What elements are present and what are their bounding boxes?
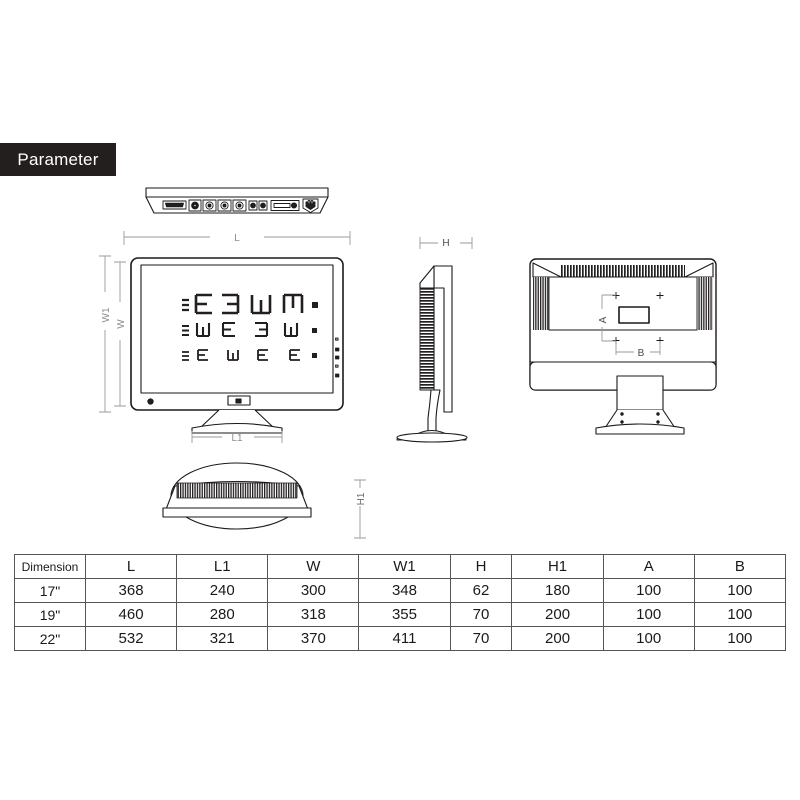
- header-H: H: [449, 554, 513, 579]
- eye-chart: [182, 293, 318, 361]
- header-L1: L1: [176, 554, 269, 579]
- header-H1: H1: [511, 554, 604, 579]
- label-L: L: [234, 233, 240, 244]
- cell-H1: 200: [511, 626, 604, 651]
- label-H1: H1: [356, 492, 367, 505]
- parameter-banner: Parameter: [0, 143, 116, 176]
- bottom-view: [162, 462, 312, 530]
- header-B: B: [693, 554, 787, 579]
- table-row: 17" 368 240 300 348 62 180 100 100: [14, 578, 787, 603]
- cell-A: 100: [602, 626, 695, 651]
- cell-H1: 200: [511, 602, 604, 627]
- cell-W1: 348: [358, 578, 451, 603]
- header-W1: W1: [358, 554, 451, 579]
- cell-size: 17": [14, 578, 86, 603]
- rear-view: [529, 258, 717, 435]
- cell-W: 370: [267, 626, 360, 651]
- header-dimension: Dimension: [14, 554, 86, 579]
- label-W1: W1: [101, 307, 112, 322]
- cell-size: 19": [14, 602, 86, 627]
- front-view: [130, 257, 344, 434]
- label-H: H: [442, 238, 449, 249]
- cell-L: 532: [84, 626, 178, 651]
- cell-A: 100: [602, 602, 695, 627]
- table-header-row: Dimension L L1 W W1 H H1 A B: [14, 554, 787, 579]
- cell-W1: 355: [358, 602, 451, 627]
- cell-L: 368: [84, 578, 178, 603]
- label-B: B: [638, 348, 645, 359]
- dimension-labels: L L1 W1 W H H1 A B: [101, 233, 645, 505]
- top-io-view: [145, 187, 329, 214]
- cell-W: 300: [267, 578, 360, 603]
- header-W: W: [267, 554, 360, 579]
- cell-B: 100: [693, 578, 787, 603]
- cell-H1: 180: [511, 578, 604, 603]
- dimension-lines: [99, 231, 661, 539]
- cell-L: 460: [84, 602, 178, 627]
- header-A: A: [602, 554, 695, 579]
- side-view: [396, 265, 468, 443]
- cell-L1: 240: [176, 578, 269, 603]
- cell-H: 62: [449, 578, 513, 603]
- cell-size: 22": [14, 626, 86, 651]
- table-row: 19" 460 280 318 355 70 200 100 100: [14, 602, 787, 627]
- cell-B: 100: [693, 626, 787, 651]
- cell-B: 100: [693, 602, 787, 627]
- label-W: W: [116, 319, 127, 329]
- specification-table: Dimension L L1 W W1 H H1 A B 17" 368 240…: [14, 554, 787, 651]
- label-L1: L1: [231, 433, 243, 444]
- header-L: L: [84, 554, 178, 579]
- cell-L1: 321: [176, 626, 269, 651]
- cell-A: 100: [602, 578, 695, 603]
- label-A: A: [598, 316, 609, 323]
- cell-H: 70: [449, 626, 513, 651]
- table-row: 22" 532 321 370 411 70 200 100 100: [14, 626, 787, 651]
- cell-L1: 280: [176, 602, 269, 627]
- parameter-banner-label: Parameter: [17, 149, 99, 169]
- cell-W1: 411: [358, 626, 451, 651]
- cell-H: 70: [449, 602, 513, 627]
- cell-W: 318: [267, 602, 360, 627]
